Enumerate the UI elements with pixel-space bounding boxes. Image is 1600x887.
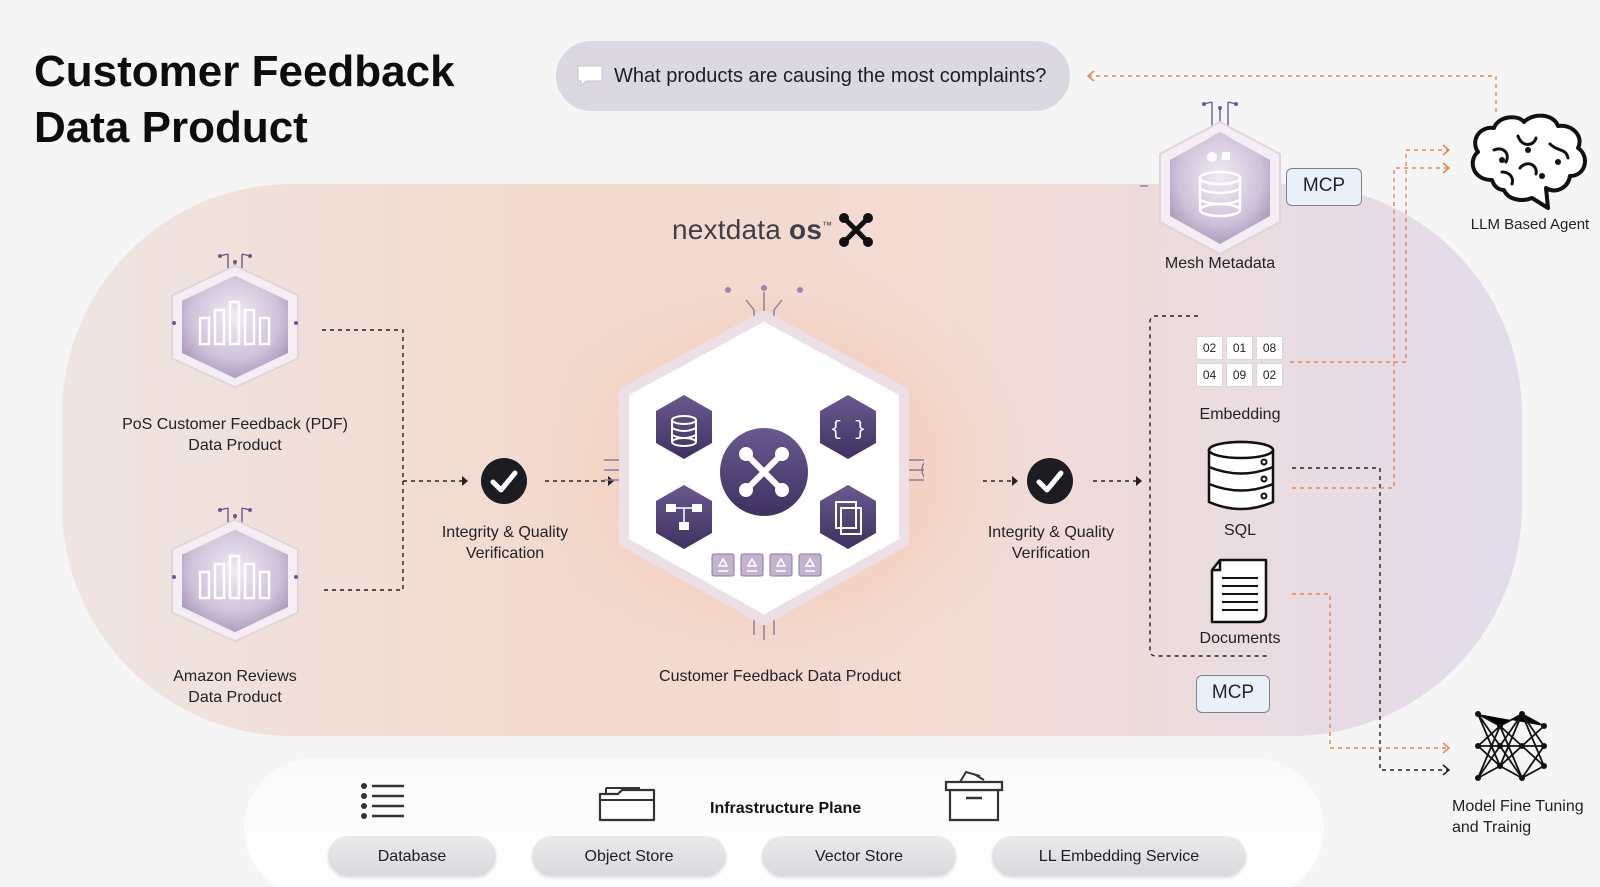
verification-left-line-1: Integrity & Quality xyxy=(441,524,569,541)
sql-label: SQL xyxy=(1223,522,1256,539)
fine-tuning-line-2: and Trainig xyxy=(1452,819,1532,836)
title-line-1: Customer Feedback xyxy=(34,47,455,96)
pos-feedback-product-icon[interactable] xyxy=(160,240,310,400)
verification-right-line-2: Verification xyxy=(1011,545,1091,562)
svg-text:{ }: { } xyxy=(830,419,866,442)
verification-left-label: Integrity & Quality Verification xyxy=(420,522,590,564)
pos-feedback-label: PoS Customer Feedback (PDF) Data Product xyxy=(120,414,350,456)
list-icon xyxy=(361,783,404,819)
documents-label: Documents xyxy=(1199,630,1281,647)
mesh-metadata-icon[interactable] xyxy=(1140,94,1300,264)
nextdata-logo-icon xyxy=(839,213,873,247)
verification-left-line-2: Verification xyxy=(465,545,545,562)
embedding-cell: 09 xyxy=(1226,363,1253,387)
check-icon xyxy=(481,458,527,504)
page-title: Customer Feedback Data Product xyxy=(34,44,455,156)
sql-database-icon[interactable] xyxy=(1206,440,1276,512)
chat-bubble-icon xyxy=(577,65,603,88)
archive-box-icon xyxy=(944,770,1004,822)
verification-right-line-1: Integrity & Quality xyxy=(987,524,1115,541)
embedding-cell: 04 xyxy=(1196,363,1223,387)
pos-feedback-line-1: PoS Customer Feedback (PDF) xyxy=(122,416,348,433)
fine-tuning-line-1: Model Fine Tuning xyxy=(1452,798,1584,815)
amazon-reviews-product-icon[interactable] xyxy=(160,494,310,654)
logo-trademark: ™ xyxy=(822,220,833,232)
check-icon xyxy=(1027,458,1073,504)
orange-connectors xyxy=(1088,75,1497,749)
vector-store-pill[interactable]: Vector Store xyxy=(762,836,956,876)
neural-network-icon[interactable] xyxy=(1470,704,1560,788)
pos-feedback-line-2: Data Product xyxy=(188,437,282,454)
embedding-label: Embedding xyxy=(1199,406,1281,423)
infrastructure-plane-label: Infrastructure Plane xyxy=(710,800,862,817)
logo-wordmark: nextdata xyxy=(672,214,782,245)
amazon-reviews-line-1: Amazon Reviews xyxy=(173,668,297,685)
amazon-reviews-label: Amazon Reviews Data Product xyxy=(120,666,350,708)
amazon-reviews-line-2: Data Product xyxy=(188,689,282,706)
question-prompt: What products are causing the most compl… xyxy=(556,41,1070,111)
fine-tuning-label: Model Fine Tuning and Trainig xyxy=(1452,796,1584,838)
verification-right-label: Integrity & Quality Verification xyxy=(966,522,1136,564)
question-text: What products are causing the most compl… xyxy=(614,64,1047,87)
database-pill[interactable]: Database xyxy=(328,836,496,876)
llm-agent-label: LLM Based Agent xyxy=(1470,216,1590,233)
left-connectors xyxy=(322,315,1448,771)
embedding-cell: 08 xyxy=(1256,336,1283,360)
customer-feedback-product-hexagon[interactable]: { } xyxy=(604,280,924,660)
ll-embedding-service-pill[interactable]: LL Embedding Service xyxy=(992,836,1246,876)
embedding-cell: 02 xyxy=(1256,363,1283,387)
object-store-pill[interactable]: Object Store xyxy=(532,836,726,876)
embedding-cell: 02 xyxy=(1196,336,1223,360)
mcp-badge-top[interactable]: MCP xyxy=(1286,168,1362,206)
documents-icon[interactable] xyxy=(1206,556,1270,624)
orange-arrowheads xyxy=(1086,70,1451,754)
brain-icon[interactable] xyxy=(1462,110,1594,216)
customer-feedback-product-label: Customer Feedback Data Product xyxy=(659,668,901,685)
arrowheads xyxy=(462,476,1142,486)
nextdata-logo: nextdata os™ xyxy=(672,214,832,246)
logo-suffix: os xyxy=(789,214,823,245)
mesh-metadata-label: Mesh Metadata xyxy=(1164,255,1276,272)
folder-icon xyxy=(598,787,656,822)
embedding-cell: 01 xyxy=(1226,336,1253,360)
title-line-2: Data Product xyxy=(34,103,308,152)
mcp-badge-bottom[interactable]: MCP xyxy=(1196,675,1270,713)
